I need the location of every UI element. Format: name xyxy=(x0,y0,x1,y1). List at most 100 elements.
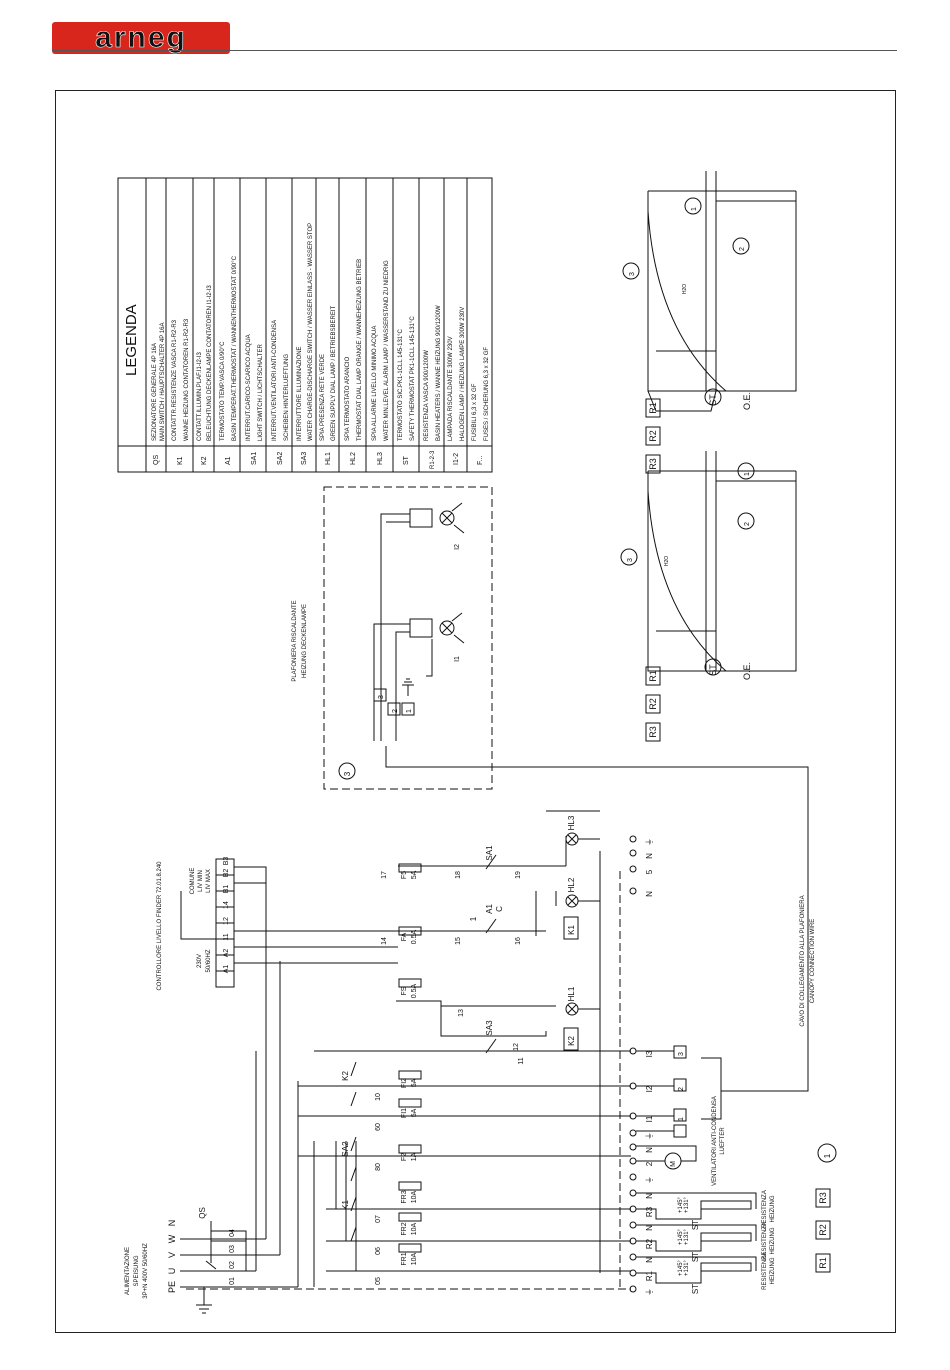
case-view-1 xyxy=(622,171,797,412)
fuse-fr3 xyxy=(398,1181,422,1191)
svg-text:17: 17 xyxy=(381,871,388,879)
svg-text:13: 13 xyxy=(458,1009,465,1017)
svg-text:N: N xyxy=(167,1220,177,1227)
svg-text:MAIN SWITCH / HAUPTSCHALTER 4P: MAIN SWITCH / HAUPTSCHALTER 4P 16A xyxy=(160,323,166,441)
contact-sa3 xyxy=(485,1038,497,1054)
svg-text:3: 3 xyxy=(378,695,385,699)
svg-text:10: 10 xyxy=(375,1093,382,1101)
heater-labels: +145° +131° +145° +131° +145° +131° ST S… xyxy=(678,1190,828,1294)
fan-labels: VENTILATORI ANTI-CONDENSA LUEFTER 1 M xyxy=(670,1096,832,1186)
svg-text:3: 3 xyxy=(343,771,352,776)
svg-text:CONTATTR.RESISTENZE VASCA R1-R: CONTATTR.RESISTENZE VASCA R1-R2-R3 xyxy=(172,319,178,441)
svg-text:FR1: FR1 xyxy=(401,1252,408,1265)
svg-text:CONTROLLORE LIVELLO FINDER 72.: CONTROLLORE LIVELLO FINDER 72.01.8.240 xyxy=(157,861,163,991)
fuse-fi1 xyxy=(398,1098,422,1108)
svg-text:1: 1 xyxy=(823,1153,832,1158)
case-view-2 xyxy=(620,451,797,672)
svg-text:SA1: SA1 xyxy=(251,452,258,465)
canopy-cable xyxy=(385,746,809,1092)
svg-text:ST: ST xyxy=(691,1252,700,1262)
svg-text:02: 02 xyxy=(229,1261,236,1269)
svg-text:FA: FA xyxy=(401,932,408,941)
svg-text:B2: B2 xyxy=(223,869,230,878)
fan-number-balloon xyxy=(817,1143,837,1163)
svg-text:10A: 10A xyxy=(411,1190,418,1203)
svg-text:HL3: HL3 xyxy=(377,452,384,465)
svg-text:VENTILATORI ANTI-CONDENSA: VENTILATORI ANTI-CONDENSA xyxy=(712,1096,718,1186)
svg-text:BELEUCHTUNG DECKENLAMPE CONTAT: BELEUCHTUNG DECKENLAMPE CONTATOREN I1-I2… xyxy=(207,285,213,441)
svg-text:ST: ST xyxy=(691,1284,700,1294)
svg-text:⏚: ⏚ xyxy=(645,1132,654,1140)
svg-text:11: 11 xyxy=(223,933,230,940)
svg-text:K1: K1 xyxy=(341,1200,350,1210)
contact-sa2 xyxy=(350,1136,357,1152)
svg-text:R1-2-3: R1-2-3 xyxy=(430,450,436,469)
svg-text:1: 1 xyxy=(678,1117,685,1121)
svg-text:O.E.: O.E. xyxy=(742,662,752,680)
heater-elements xyxy=(636,1192,757,1284)
terminal-strip-labels: ⏚ R1 N R2 N R3 N ⏚ 2 N ⏚ I1 I2 I3 N 5 N … xyxy=(645,838,654,1296)
fuse-fi2 xyxy=(398,1070,422,1080)
svg-text:ST: ST xyxy=(403,455,410,465)
svg-text:10A: 10A xyxy=(411,1222,418,1235)
svg-text:INTERRUT.CARICO-SCARICO ACQUA: INTERRUT.CARICO-SCARICO ACQUA xyxy=(246,334,252,441)
logo-text: arneg xyxy=(95,22,187,54)
svg-text:03: 03 xyxy=(229,1245,236,1253)
svg-text:TERMOSTATO SIC.PK1-1CLL 145-13: TERMOSTATO SIC.PK1-1CLL 145-131°C xyxy=(398,328,404,441)
svg-text:I3: I3 xyxy=(645,1050,654,1057)
svg-text:N: N xyxy=(645,1147,654,1153)
legend-text: LEGENDA QS SEZIONATORE GENERALE 4P 16A M… xyxy=(123,223,490,469)
svg-text:THERMOSTAT DIAL LAMP ORANGE /: THERMOSTAT DIAL LAMP ORANGE / WANNEHEIZU… xyxy=(357,259,363,441)
svg-text:50/60HZ: 50/60HZ xyxy=(206,949,212,972)
arneg-logo-mark: arneg xyxy=(95,22,187,54)
svg-text:U: U xyxy=(167,1268,177,1275)
fuse-f2 xyxy=(398,1144,422,1154)
fuse-fs xyxy=(398,978,422,988)
svg-text:M: M xyxy=(670,1161,677,1167)
svg-text:HEIZUNG: HEIZUNG xyxy=(770,1257,776,1284)
svg-text:5A: 5A xyxy=(411,1108,418,1117)
level-controller-text: CONTROLLORE LIVELLO FINDER 72.01.8.240 A… xyxy=(157,857,230,991)
svg-text:N: N xyxy=(645,1193,654,1199)
wiring-diagram: LEGENDA QS SEZIONATORE GENERALE 4P 16A M… xyxy=(117,171,837,1314)
header-rule xyxy=(52,50,897,51)
svg-text:60: 60 xyxy=(375,1123,382,1131)
svg-text:N: N xyxy=(645,853,654,859)
svg-text:R3: R3 xyxy=(645,1206,654,1217)
svg-text:R3: R3 xyxy=(648,726,658,738)
svg-text:N: N xyxy=(645,1225,654,1231)
svg-text:PLAFONIERA RISCALDANTE: PLAFONIERA RISCALDANTE xyxy=(292,600,298,681)
svg-text:0.5A: 0.5A xyxy=(411,929,418,944)
device-labels: K1 SA2 K2 SA3 A1 C 1 SA1 K2 K1 HL1 HL2 H… xyxy=(341,815,576,1210)
svg-text:LAMPADA RISCALDANTE 300W 230V: LAMPADA RISCALDANTE 300W 230V xyxy=(448,336,454,441)
svg-text:HEIZUNG DECKENLAMPE: HEIZUNG DECKENLAMPE xyxy=(302,604,308,678)
lamp-i2-symbol xyxy=(439,510,455,526)
svg-text:3: 3 xyxy=(678,1052,685,1056)
svg-text:FR2: FR2 xyxy=(401,1222,408,1235)
svg-text:+131°: +131° xyxy=(684,1196,690,1213)
svg-text:FR3: FR3 xyxy=(401,1190,408,1203)
svg-text:⏚: ⏚ xyxy=(645,1288,654,1296)
svg-text:RESISTENZA VASCA 900/1200W: RESISTENZA VASCA 900/1200W xyxy=(424,350,430,441)
svg-text:K1: K1 xyxy=(567,925,576,935)
svg-text:K1: K1 xyxy=(177,456,184,465)
svg-text:FI2: FI2 xyxy=(401,1078,408,1088)
svg-text:R1: R1 xyxy=(645,1270,654,1281)
svg-text:B1: B1 xyxy=(223,885,230,894)
svg-text:SAFETY THERMOSTAT PK1-1CLL 145: SAFETY THERMOSTAT PK1-1CLL 145-131°C xyxy=(410,316,416,441)
svg-text:3P+N 400V 50/60HZ: 3P+N 400V 50/60HZ xyxy=(143,1243,149,1299)
svg-text:HL2: HL2 xyxy=(567,877,576,892)
svg-text:HL1: HL1 xyxy=(567,986,576,1001)
case-view-labels: R1 R2 R3 ST O.E. 1 2 3 H2O R1 R2 R3 ST O… xyxy=(627,207,752,738)
svg-text:ST: ST xyxy=(708,394,718,406)
svg-text:A1: A1 xyxy=(485,904,494,914)
svg-text:WATER CHARGE-DISCHARGE SWITCH: WATER CHARGE-DISCHARGE SWITCH / WASSER E… xyxy=(308,223,314,441)
svg-text:CANOPY CONNECTION WIRE: CANOPY CONNECTION WIRE xyxy=(810,919,816,1004)
svg-text:FI1: FI1 xyxy=(401,1108,408,1118)
drawing-frame: LEGENDA QS SEZIONATORE GENERALE 4P 16A M… xyxy=(55,90,896,1333)
svg-text:FUSIBILI 6,3 x 32 GF: FUSIBILI 6,3 x 32 GF xyxy=(472,383,478,441)
svg-text:2: 2 xyxy=(739,247,746,251)
canopy-text: PLAFONIERA RISCALDANTE HEIZUNG DECKENLAM… xyxy=(292,544,461,776)
svg-text:K2: K2 xyxy=(567,1036,576,1046)
svg-text:TERMOSTATO TEMP.VASCA 0/90°C: TERMOSTATO TEMP.VASCA 0/90°C xyxy=(220,341,226,441)
